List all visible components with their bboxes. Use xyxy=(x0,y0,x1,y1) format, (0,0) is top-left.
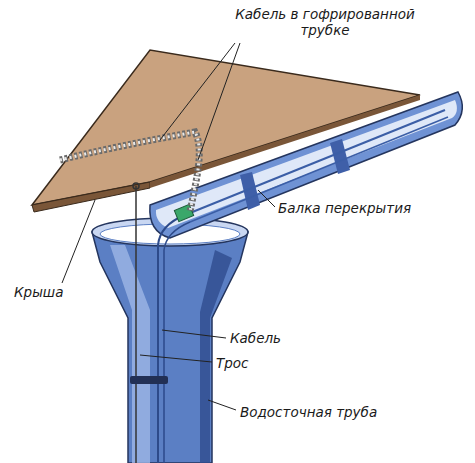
leader-line xyxy=(62,200,95,283)
rope-clamp xyxy=(130,376,168,384)
part-label: Трос xyxy=(216,355,249,371)
heating-cable xyxy=(164,222,190,463)
leader-line xyxy=(208,400,236,410)
leader-line xyxy=(162,330,226,338)
roof xyxy=(32,50,420,205)
corrugated-tube xyxy=(60,132,199,212)
leader-line xyxy=(160,43,235,140)
leader-line xyxy=(258,190,275,207)
corrugated-tube xyxy=(60,132,199,212)
heating-cable xyxy=(190,117,448,222)
heating-cable xyxy=(185,110,445,215)
part-label: Водосточная труба xyxy=(240,404,377,420)
gutter-bracket xyxy=(330,139,350,174)
roof-edge xyxy=(32,182,150,212)
rope-hook xyxy=(133,183,139,189)
downspout xyxy=(92,232,248,463)
leader-line xyxy=(140,355,212,362)
part-label: Кабель в гофрированной трубке xyxy=(225,6,425,38)
part-label: Крыша xyxy=(14,284,63,300)
cable-clip xyxy=(174,204,193,221)
rope xyxy=(135,186,137,463)
part-label: Балка перекрытия xyxy=(278,200,411,216)
heating-cable xyxy=(158,215,185,463)
leader-line xyxy=(198,43,240,160)
part-label: Кабель xyxy=(230,330,281,346)
downspout-highlight xyxy=(110,245,150,463)
